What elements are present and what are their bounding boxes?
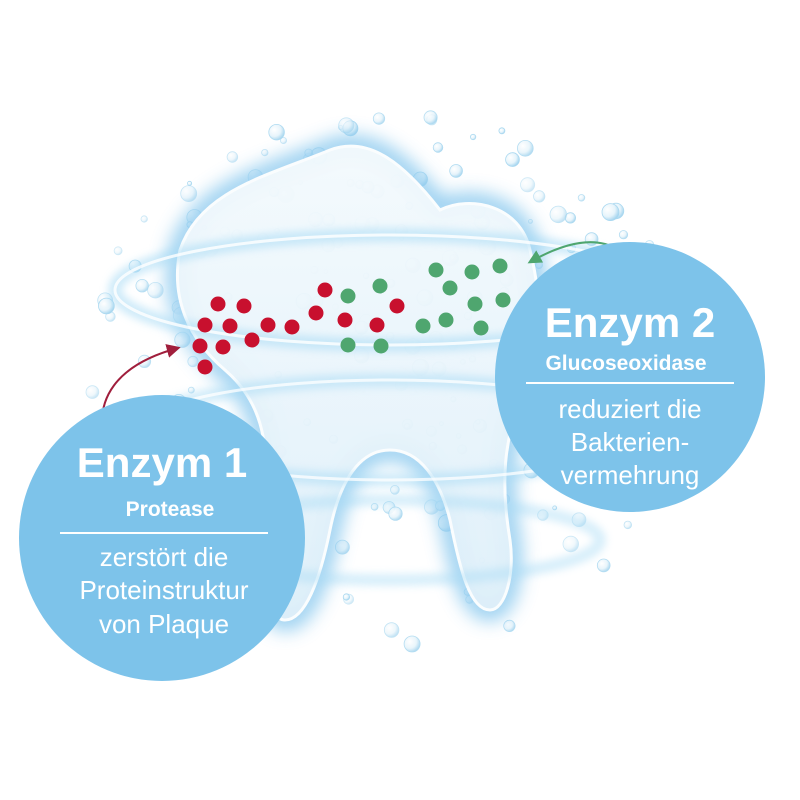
bubble — [261, 149, 269, 157]
protease-dot — [260, 317, 276, 333]
bubble — [388, 506, 403, 521]
enzyme2-subtitle: Glucoseoxidase — [545, 352, 706, 375]
bubble — [516, 140, 534, 157]
enzyme1-desc-line2: Proteinstruktur — [79, 575, 248, 605]
protease-dot — [244, 332, 260, 348]
bubble — [226, 151, 239, 163]
bubble — [98, 297, 115, 315]
bubble — [180, 185, 198, 203]
enzyme2-desc-line3: vermehrung — [561, 460, 700, 490]
bubble — [533, 190, 546, 203]
protease-dot — [284, 319, 300, 335]
bubble — [601, 203, 620, 222]
protease-dot — [192, 338, 208, 354]
glucoseoxidase-dots — [340, 258, 511, 354]
protease-dot — [308, 305, 324, 321]
bubble — [423, 110, 438, 125]
glucoseoxidase-dot — [438, 312, 454, 328]
bubble — [432, 142, 444, 153]
enzyme1-desc-line3: von Plaque — [99, 609, 229, 639]
bubble — [372, 112, 386, 125]
bubble — [596, 558, 611, 573]
bubble — [498, 127, 506, 135]
enzyme1-badge: Enzym 1 Protease zerstört die Proteinstr… — [19, 395, 305, 681]
bubble — [503, 619, 516, 633]
enzyme2-desc-line1: reduziert die — [558, 394, 701, 424]
bubble — [140, 215, 148, 223]
bubble — [618, 230, 629, 240]
bubble — [577, 194, 586, 202]
bubble — [562, 535, 580, 553]
protease-dot — [210, 296, 226, 312]
bubble — [268, 123, 285, 141]
glucoseoxidase-dot — [464, 264, 480, 280]
protease-dots — [192, 282, 405, 375]
bubble — [469, 133, 477, 141]
bubble — [147, 282, 164, 299]
glucoseoxidase-dot — [442, 280, 458, 296]
bubble — [279, 136, 287, 144]
bubble — [338, 117, 355, 134]
enzyme2-desc-line2: Bakterien- — [571, 427, 690, 457]
enzyme1-desc-line1: zerstört die — [100, 542, 229, 572]
bubble — [549, 205, 568, 224]
glucoseoxidase-dot — [415, 318, 431, 334]
bubble — [403, 635, 421, 653]
protease-dot — [317, 282, 333, 298]
glucoseoxidase-dot — [467, 296, 483, 312]
enzyme1-subtitle: Protease — [126, 498, 215, 521]
bubble — [383, 622, 400, 638]
protease-dot — [215, 339, 231, 355]
bubble — [85, 385, 100, 399]
protease-dot — [337, 312, 353, 328]
bubble — [584, 232, 599, 246]
bubble — [135, 279, 149, 293]
glucoseoxidase-dot — [373, 338, 389, 354]
glucoseoxidase-dot — [340, 288, 356, 304]
bubble — [623, 520, 632, 530]
enzyme2-title: Enzym 2 — [545, 299, 715, 346]
bubble — [520, 177, 536, 193]
protease-dot — [222, 318, 238, 334]
enzyme1-title: Enzym 1 — [77, 439, 247, 486]
bubble — [449, 164, 463, 178]
glucoseoxidase-dot — [372, 278, 388, 294]
protease-dot — [197, 359, 213, 375]
protease-dot — [369, 317, 385, 333]
enzyme2-badge: Enzym 2 Glucoseoxidase reduziert die Bak… — [495, 242, 765, 512]
bubble — [187, 355, 199, 368]
glucoseoxidase-dot — [428, 262, 444, 278]
glucoseoxidase-dot — [492, 258, 508, 274]
protease-dot — [197, 317, 213, 333]
protease-dot — [236, 298, 252, 314]
bubble — [113, 246, 123, 256]
bubble — [342, 593, 350, 601]
glucoseoxidase-dot — [340, 337, 356, 353]
bubble — [505, 152, 520, 167]
protease-dot — [389, 298, 405, 314]
bubble — [187, 180, 193, 186]
glucoseoxidase-dot — [495, 292, 511, 308]
glucoseoxidase-dot — [473, 320, 489, 336]
